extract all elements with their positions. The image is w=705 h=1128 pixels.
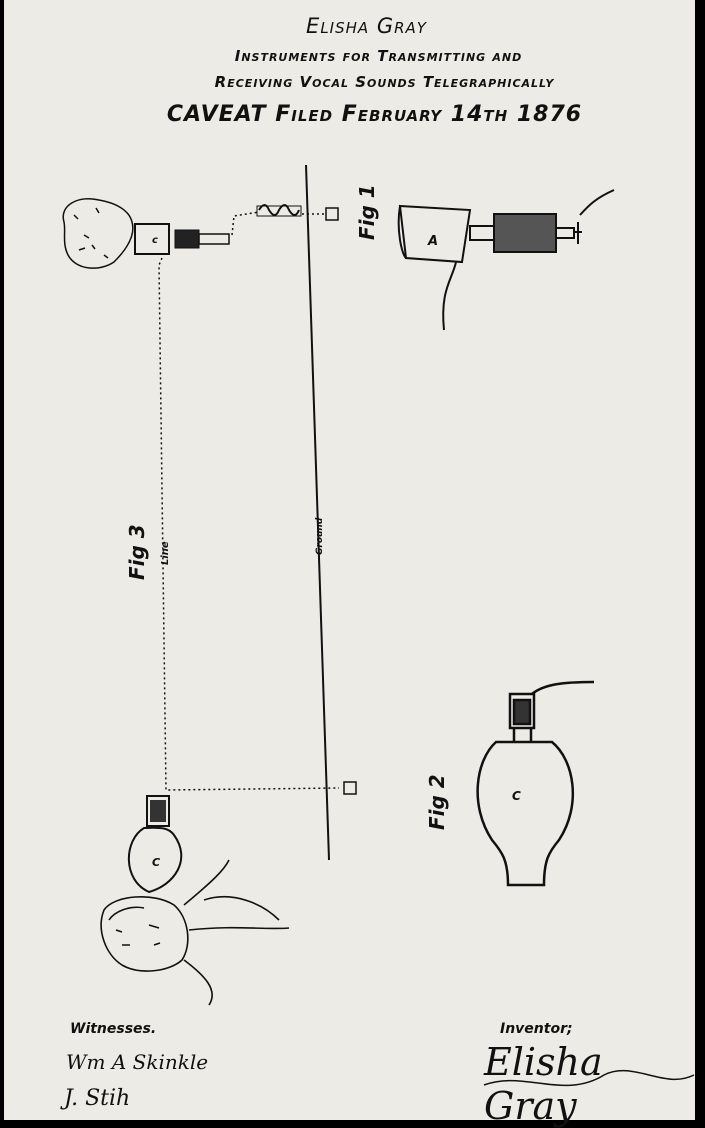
receiver-magnet xyxy=(146,795,170,827)
dotted-connector-coil xyxy=(231,211,260,236)
ground-wire xyxy=(305,164,330,861)
inventor-name-title: Elisha Gray xyxy=(306,14,427,38)
fig2-receiver xyxy=(476,680,595,887)
fig2-label: Fig 2 xyxy=(425,774,449,830)
transmitter-screw xyxy=(198,233,230,245)
receiver-magnet-core xyxy=(150,800,166,822)
title-line-2: Receiving Vocal Sounds Telegraphically xyxy=(214,73,555,91)
witnesses-label: Witnesses. xyxy=(70,1021,157,1037)
inventor-label: Inventor; xyxy=(500,1021,573,1037)
listener-head-sketch xyxy=(100,859,290,1006)
ground-plate-top xyxy=(325,207,339,221)
title-line-1: Instruments for Transmitting and xyxy=(234,47,523,65)
transmitter-mouthpiece xyxy=(134,223,170,255)
receiver-resonator xyxy=(127,826,183,894)
ground-label: Ground xyxy=(315,517,325,555)
letter-a: A xyxy=(427,234,438,249)
witness-signature-2: J. Stih xyxy=(64,1086,131,1111)
letter-c-small: C xyxy=(152,856,160,869)
patent-drawing: c A Fig 1 Fig 3 Line Ground xyxy=(62,164,695,1087)
witness-signature-1: Wm A Skinkle xyxy=(66,1050,209,1074)
fig1-label: Fig 1 xyxy=(355,184,379,240)
inventor-signature: Elisha Gray xyxy=(484,1040,603,1128)
letter-c-large: C xyxy=(512,789,521,803)
coil-symbol xyxy=(256,204,302,217)
fig1-apparatus xyxy=(397,189,615,331)
speaker-head-sketch xyxy=(62,198,134,269)
line-label: Line xyxy=(160,541,171,565)
line-wire xyxy=(158,257,340,791)
caveat-filing-line: CAVEAT Filed February 14th 1876 xyxy=(166,102,583,127)
ground-plate-bottom xyxy=(343,781,357,795)
signature-flourish xyxy=(483,1069,695,1087)
transmitter-magnet xyxy=(174,229,200,249)
label-a-transmitter: c xyxy=(152,235,158,246)
fig3-label: Fig 3 xyxy=(125,524,149,580)
